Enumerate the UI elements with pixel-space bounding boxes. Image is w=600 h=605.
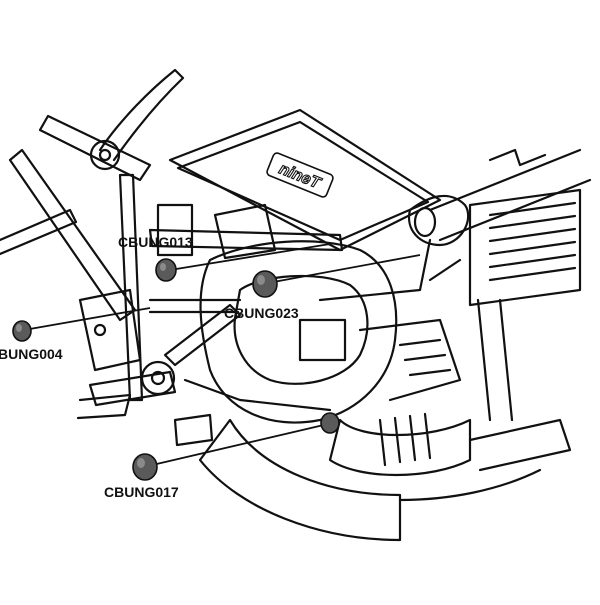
oil-cooler	[468, 188, 582, 307]
bung-c004	[12, 320, 32, 342]
leader-line-c013	[169, 243, 331, 271]
bung-c023	[252, 270, 278, 298]
leader-lines	[23, 243, 421, 467]
bung-c013	[155, 258, 177, 282]
throttle-body	[213, 203, 277, 260]
frame-spar	[148, 298, 242, 314]
frame-tube-top	[98, 68, 185, 162]
callout-label-cbung017: CBUNG017	[104, 484, 179, 500]
exhaust-underline	[398, 468, 542, 502]
foot-peg	[76, 393, 132, 420]
frame-boss-hole	[98, 148, 112, 162]
cooler-support	[476, 298, 514, 422]
badge-outline	[266, 152, 334, 198]
callout-label-cbung013: CBUNG013	[118, 234, 193, 250]
bung-target-c017	[320, 412, 340, 434]
engine-upper-lines	[318, 238, 462, 302]
callout-label-cbung023: CBUNG023	[224, 305, 299, 321]
frame-boss	[89, 139, 121, 171]
frame-tube-lower-left	[8, 148, 137, 322]
exhaust-pipe-right	[468, 418, 572, 472]
rearset-link	[183, 378, 332, 412]
cooler-fins	[488, 201, 577, 282]
exhaust-header-lower	[198, 418, 402, 542]
head-cover-plate	[298, 318, 347, 362]
leader-line-c017	[147, 423, 329, 467]
frame-and-engine-outline	[0, 68, 592, 542]
cylinder-fins-right	[398, 338, 452, 377]
engine-right-side	[358, 318, 462, 402]
brake-lever-end	[173, 413, 214, 447]
frame-down-tube	[118, 173, 144, 402]
tank-panel-inner	[176, 120, 430, 242]
cross-tube	[148, 228, 344, 252]
tank-panel	[168, 108, 442, 252]
exhaust-heatshield-ribs	[378, 412, 432, 467]
throttle-bracket	[156, 203, 194, 257]
bung-markers	[12, 258, 340, 481]
bung-c017	[132, 453, 158, 481]
foot-peg-pivot	[140, 360, 176, 396]
leader-line-c023	[267, 254, 421, 284]
shift-lever	[88, 370, 177, 407]
frame-plate	[78, 288, 142, 372]
frame-tube-far-left	[0, 208, 78, 256]
tank-tube-opening	[413, 206, 437, 238]
frame-tube-upper-left	[38, 114, 152, 182]
upper-right-tubes	[428, 148, 592, 242]
exhaust-header-upper	[328, 418, 472, 477]
bracket-right	[488, 148, 547, 167]
leader-line-c004	[23, 307, 151, 331]
badge-group: nineT	[266, 152, 334, 198]
cylinder-head	[233, 274, 369, 385]
foot-peg-pivot-bolt	[150, 370, 166, 386]
tank-tube-end	[407, 194, 470, 247]
callout-label-bung004: BUNG004	[0, 346, 63, 362]
frame-diagonal	[163, 303, 242, 367]
engine-cylinder	[199, 240, 398, 424]
frame-plate-bolt	[93, 323, 107, 337]
